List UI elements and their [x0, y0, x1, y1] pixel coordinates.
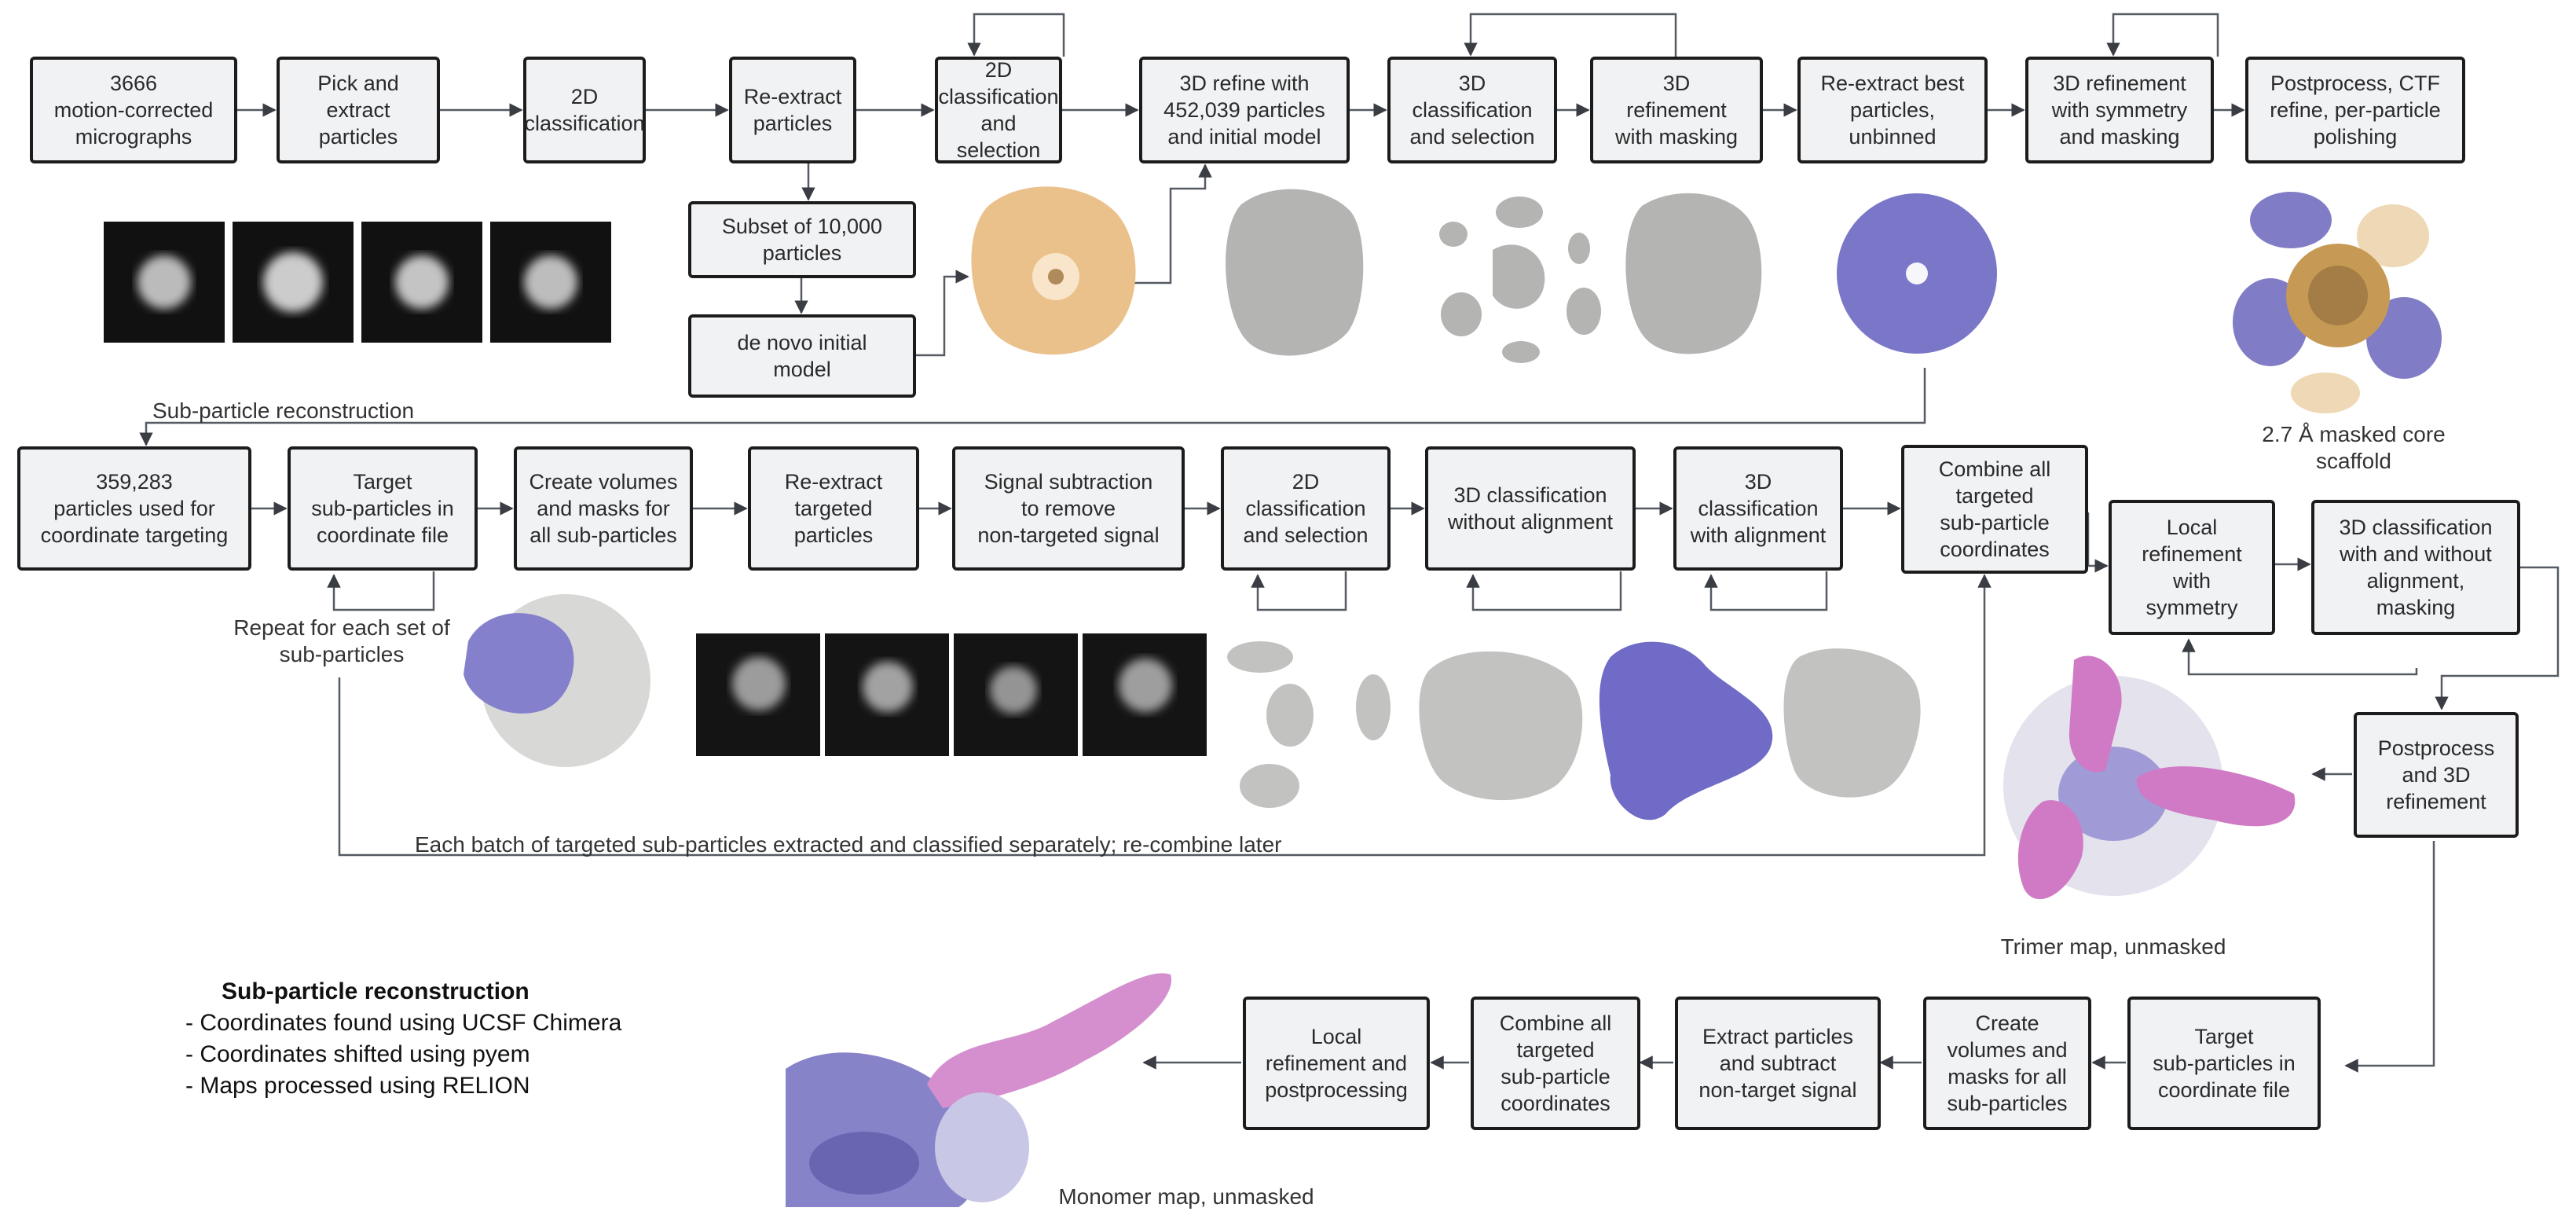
trimer-map-density	[2003, 655, 2296, 900]
box-pick-extract-particles: Pick and extract particles	[277, 57, 440, 163]
processing-notes: Sub-particle reconstruction - Coordinate…	[185, 976, 621, 1102]
subparticle-connector	[139, 368, 1926, 446]
box-combine-targeted-coordinates: Combine all targeted sub-particle coordi…	[1901, 445, 2088, 574]
box-3d-refine-initial-model: 3D refine with 452,039 particles and ini…	[1139, 57, 1350, 163]
box-2d-classification: 2D classification	[523, 57, 646, 163]
box-re-extract-particles: Re-extract particles	[729, 57, 856, 163]
initial-model-density	[971, 186, 1136, 355]
box-motion-corrected-micrographs: 3666 motion-corrected micrographs	[30, 57, 237, 163]
core-scaffold-density	[2233, 192, 2442, 413]
box-target-subparticles-2: Target sub-particles in coordinate file	[2127, 997, 2321, 1130]
box-subset-particles: Subset of 10,000 particles	[688, 201, 916, 278]
box-re-extract-best-particles: Re-extract best particles, unbinned	[1797, 57, 1988, 163]
class-averages-2d	[104, 222, 611, 343]
row2-class-averages	[696, 633, 1207, 756]
box-signal-subtraction: Signal subtraction to remove non-targete…	[952, 446, 1185, 571]
notes-item: - Coordinates shifted using pyem	[185, 1041, 530, 1067]
row1-gray-densities	[1226, 189, 1762, 363]
box-2d-classification-selection: 2D classification and selection	[935, 57, 1062, 163]
box-3d-refinement-symmetry-masking: 3D refinement with symmetry and masking	[2025, 57, 2214, 163]
notes-item: - Coordinates found using UCSF Chimera	[185, 1010, 622, 1036]
label-monomer-map: Monomer map, unmasked	[1058, 1184, 1314, 1209]
box-3d-classification-with-without-alignment: 3D classification with and without align…	[2311, 500, 2520, 635]
label-trimer-map: Trimer map, unmasked	[2000, 934, 2226, 959]
box-postprocess-3d-refinement: Postprocess and 3D refinement	[2354, 712, 2519, 838]
notes-item: - Maps processed using RELION	[185, 1073, 530, 1099]
box-create-volumes-masks-2: Create volumes and masks for all sub-par…	[1923, 997, 2091, 1130]
box-local-refinement-symmetry: Local refinement with symmetry	[2109, 500, 2275, 635]
label-core-scaffold: 2.7 Å masked core scaffold	[2262, 422, 2446, 473]
box-create-volumes-masks: Create volumes and masks for all sub-par…	[514, 446, 693, 571]
row1-arrows	[237, 13, 2245, 357]
label-subparticle-reconstruction: Sub-particle reconstruction	[152, 398, 415, 423]
box-re-extract-targeted-particles: Re-extract targeted particles	[748, 446, 919, 571]
box-postprocess-ctf-polishing: Postprocess, CTF refine, per-particle po…	[2245, 57, 2465, 163]
label-repeat-each-set: Repeat for each set of sub-particles	[233, 615, 450, 666]
box-2d-classification-selection-2: 2D classification and selection	[1221, 446, 1391, 571]
notes-title: Sub-particle reconstruction	[222, 978, 529, 1004]
label-each-batch: Each batch of targeted sub-particles ext…	[415, 832, 1282, 857]
box-target-subparticles: Target sub-particles in coordinate file	[288, 446, 478, 571]
row2-arrows	[251, 501, 1992, 857]
box-3d-classification-no-alignment: 3D classification without alignment	[1425, 446, 1636, 571]
row2-purple-density	[1599, 641, 1773, 820]
box-local-refinement-postprocessing: Local refinement and postprocessing	[1243, 997, 1430, 1130]
row2-gray-blobs	[1227, 641, 1921, 808]
box-3d-refinement-masking: 3D refinement with masking	[1590, 57, 1763, 163]
box-3d-classification-alignment: 3D classification with alignment	[1673, 446, 1843, 571]
box-combine-targeted-coordinates-2: Combine all targeted sub-particle coordi…	[1471, 997, 1640, 1130]
box-extract-subtract-signal: Extract particles and subtract non-targe…	[1675, 997, 1881, 1130]
box-de-novo-initial-model: de novo initial model	[688, 314, 916, 398]
box-particles-coordinate-targeting: 359,283 particles used for coordinate ta…	[17, 446, 251, 571]
row1-purple-density	[1837, 193, 1997, 354]
right-arrows	[2087, 512, 2560, 1073]
monomer-map-density	[786, 973, 1172, 1207]
box-3d-classification-selection: 3D classification and selection	[1387, 57, 1557, 163]
row2-composite-density	[464, 594, 650, 767]
